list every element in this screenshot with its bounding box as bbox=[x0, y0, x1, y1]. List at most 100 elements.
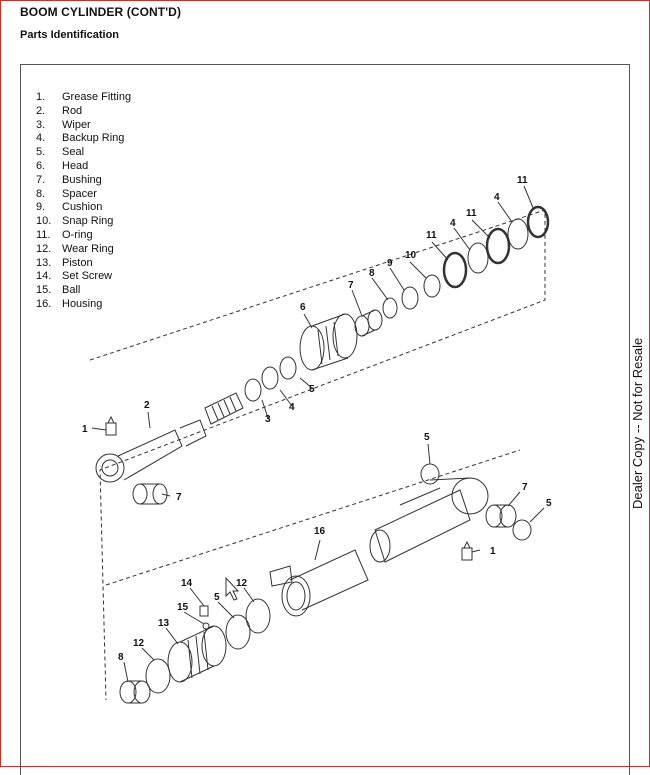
legend-label: Backup Ring bbox=[62, 132, 125, 145]
mouse-cursor-icon bbox=[225, 576, 240, 601]
legend-row: 2. Rod bbox=[36, 105, 131, 119]
legend-label: Seal bbox=[62, 146, 85, 159]
seal-upper bbox=[279, 356, 297, 380]
callout: 6 bbox=[300, 302, 306, 313]
callout: 12 bbox=[133, 638, 145, 649]
legend-number: 5. bbox=[36, 146, 46, 159]
legend-row: 6. Head bbox=[36, 160, 131, 174]
o-ring-3 bbox=[526, 205, 550, 239]
snap-ring bbox=[423, 274, 441, 298]
barrel-part bbox=[369, 477, 489, 563]
backup-ring-3 bbox=[507, 218, 529, 250]
callout: 4 bbox=[289, 402, 295, 413]
diagram-box bbox=[20, 64, 630, 775]
cushion-part bbox=[401, 286, 419, 310]
legend-number: 14. bbox=[36, 270, 52, 283]
callout: 4 bbox=[494, 192, 500, 203]
piston-part bbox=[167, 625, 227, 683]
legend-number: 11. bbox=[36, 228, 51, 241]
legend-row: 4. Backup Ring bbox=[36, 132, 131, 146]
callout: 11 bbox=[466, 208, 477, 219]
legend-number: 12. bbox=[36, 242, 52, 255]
legend-row: 1.Grease Fitting bbox=[36, 91, 131, 105]
backup-ring-2 bbox=[467, 242, 489, 274]
callout: 15 bbox=[177, 602, 189, 613]
callout: 10 bbox=[405, 250, 417, 261]
legend-number: 6. bbox=[36, 159, 46, 172]
o-ring-1 bbox=[442, 251, 468, 289]
rod-thread-part bbox=[204, 392, 244, 425]
legend-row: 14. Set Screw bbox=[36, 270, 131, 284]
parts-legend: 1.Grease Fitting 2.Rod 3.Wiper 4.Backup … bbox=[36, 91, 131, 312]
ball bbox=[202, 622, 210, 630]
legend-row: 10. Snap Ring bbox=[36, 215, 131, 229]
legend-number: 1. bbox=[36, 91, 46, 103]
callout: 1 bbox=[82, 424, 88, 435]
wiper-ring bbox=[244, 378, 262, 402]
legend-number: 9. bbox=[36, 201, 46, 214]
grease-fitting-lower bbox=[461, 540, 473, 561]
callout: 9 bbox=[387, 258, 393, 269]
callout: 7 bbox=[348, 280, 354, 291]
legend-label: Housing bbox=[62, 297, 103, 310]
legend-number: 10. bbox=[36, 215, 52, 228]
legend-row: 16. Housing bbox=[36, 298, 131, 312]
o-ring-2 bbox=[485, 227, 511, 265]
legend-row: 7. Bushing bbox=[36, 174, 131, 188]
legend-number: 7. bbox=[36, 173, 46, 186]
legend-row: 11. O-ring bbox=[36, 229, 131, 243]
legend-label: Piston bbox=[62, 256, 93, 269]
spacer-upper bbox=[382, 297, 398, 319]
legend-label: Snap Ring bbox=[62, 215, 114, 228]
legend-label: Spacer bbox=[62, 187, 97, 200]
callout: 12 bbox=[236, 578, 248, 589]
legend-label: Head bbox=[62, 159, 89, 172]
legend-label: O-ring bbox=[62, 228, 93, 241]
rod-eye-part bbox=[95, 419, 207, 483]
callout: 8 bbox=[118, 652, 124, 663]
callout: 14 bbox=[181, 578, 193, 589]
callout: 3 bbox=[265, 414, 271, 425]
spacer-lower bbox=[119, 680, 151, 704]
legend-label: Rod bbox=[62, 104, 83, 117]
legend-number: 2. bbox=[36, 104, 46, 117]
legend-number: 3. bbox=[36, 118, 46, 131]
wear-ring-1 bbox=[245, 598, 271, 634]
housing-part bbox=[269, 549, 369, 617]
callout: 8 bbox=[369, 268, 375, 279]
callout: 7 bbox=[176, 492, 182, 503]
assembly-frame-lower bbox=[105, 449, 521, 586]
legend-row: 9. Cushion bbox=[36, 201, 131, 215]
seal-lower-2 bbox=[512, 519, 532, 541]
seal-lower-3 bbox=[225, 614, 251, 650]
callout: 4 bbox=[450, 218, 456, 229]
bushing-upper bbox=[354, 309, 383, 337]
callout: 7 bbox=[522, 482, 528, 493]
backup-ring-upper bbox=[261, 366, 279, 390]
bushing-left bbox=[132, 483, 168, 505]
callout: 16 bbox=[314, 526, 326, 537]
callout: 13 bbox=[158, 618, 170, 629]
section-subtitle: Parts Identification bbox=[20, 29, 120, 41]
page-title: BOOM CYLINDER (CONT'D) bbox=[20, 5, 182, 19]
legend-label: Cushion bbox=[62, 201, 103, 214]
legend-row: 5. Seal bbox=[36, 146, 131, 160]
callout: 11 bbox=[426, 230, 437, 241]
bushing-lower-right bbox=[485, 504, 517, 528]
legend-label: Set Screw bbox=[62, 270, 113, 283]
seal-lower-1 bbox=[420, 463, 440, 485]
grease-fitting-upper bbox=[105, 415, 117, 436]
legend-label: Bushing bbox=[62, 173, 102, 186]
set-screw bbox=[199, 605, 209, 617]
legend-label: Ball bbox=[62, 284, 81, 297]
callout: 5 bbox=[214, 592, 220, 603]
legend-number: 4. bbox=[36, 132, 46, 145]
legend-number: 13. bbox=[36, 256, 52, 269]
legend-number: 8. bbox=[36, 187, 46, 200]
legend-row: 13. Piston bbox=[36, 257, 131, 271]
callout: 5 bbox=[424, 432, 430, 443]
legend-number: 16. bbox=[36, 297, 52, 310]
legend-row: 8. Spacer bbox=[36, 188, 131, 202]
legend-row: 15.Ball bbox=[36, 284, 131, 298]
